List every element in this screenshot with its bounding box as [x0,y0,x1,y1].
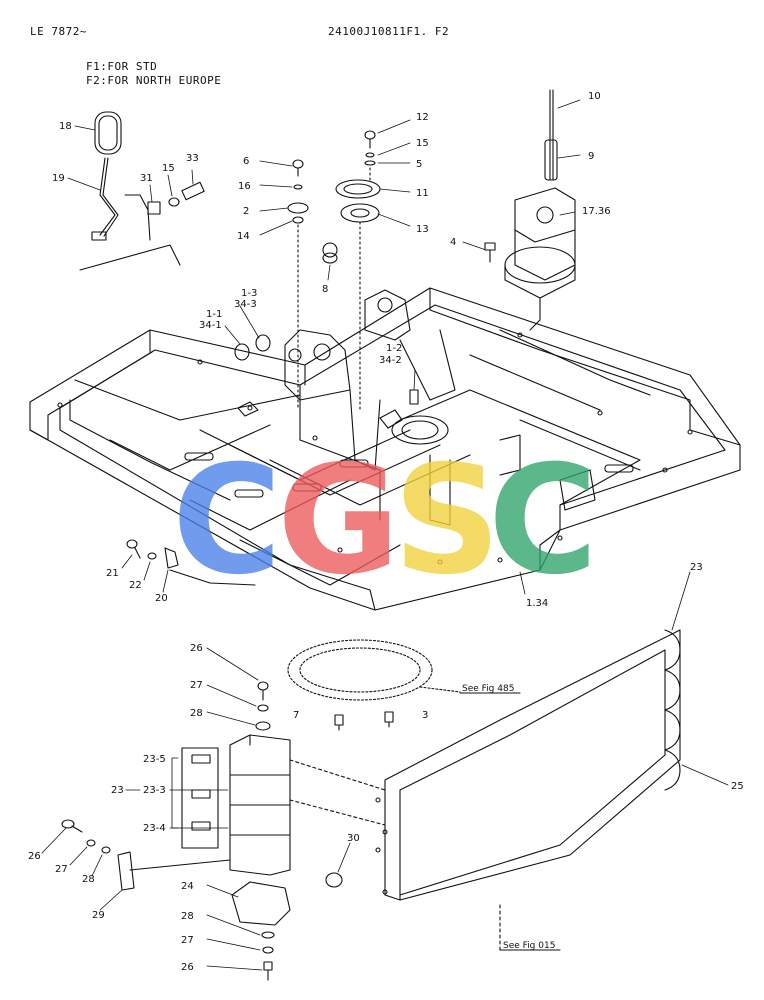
callout-23-top: 23 [690,562,703,573]
callout-26-top: 26 [190,643,203,654]
weight-stack [61,681,343,981]
callout-1-34: 1.34 [526,598,548,609]
callout-11: 11 [416,188,429,199]
legend-f1: F1:FOR STD [86,60,158,73]
callout-22: 22 [129,580,142,591]
callout-28-top: 28 [190,708,203,719]
callout-34-1: 34-1 [199,320,222,331]
callout-12: 12 [416,112,429,123]
swing-motor [484,89,576,331]
legend-f2: F2:FOR NORTH EUROPE [86,74,222,87]
watermark-letter-g: G [277,434,401,608]
callout-28-bottom: 28 [181,911,194,922]
callout-28-left: 28 [82,874,95,885]
callout-25: 25 [731,781,744,792]
callout-24: 24 [181,881,194,892]
callout-6: 6 [243,156,249,167]
callout-17-36: 17.36 [582,206,611,217]
callout-9: 9 [588,151,594,162]
callout-16: 16 [238,181,251,192]
top-small-parts [287,130,381,411]
counterweight [289,629,681,951]
doc-code-center: 24100J10811F1. F2 [328,25,450,38]
leader-lines [41,99,729,971]
variant-legend: F1:FOR STD F2:FOR NORTH EUROPE [86,60,221,88]
callout-21: 21 [106,568,119,579]
ref-see-fig-015: See Fig 015 [503,941,555,951]
callout-labels: 10 9 17.36 4 12 15 5 11 13 6 16 2 14 8 1… [28,91,744,973]
callout-31: 31 [140,173,153,184]
callout-27-bottom: 27 [181,935,194,946]
callout-27-top: 27 [190,680,203,691]
callout-1-1: 1-1 [206,309,222,320]
bolts-21-22-20 [126,539,256,586]
callout-3: 3 [422,710,428,721]
watermark-letter-c1: C [172,434,283,608]
ref-see-fig-485: See Fig 485 [462,684,514,694]
callout-20: 20 [155,593,168,604]
watermark-letter-c2: C [488,434,599,608]
mirror-assembly [79,111,205,271]
bearing-bolts [334,711,394,731]
callout-15-mirror: 15 [162,163,175,174]
callout-14: 14 [237,231,250,242]
callout-30: 30 [347,833,360,844]
callout-18: 18 [59,121,72,132]
callout-26-left: 26 [28,851,41,862]
callout-33: 33 [186,153,199,164]
callout-7: 7 [293,710,299,721]
callout-23-4: 23-4 [143,823,166,834]
swing-bearing-ghost [287,639,461,701]
callout-5: 5 [416,159,422,170]
doc-code-left: LE 7872~ [30,25,87,38]
callout-23-mid: 23 [111,785,124,796]
watermark-letter-s: S [393,434,502,608]
callout-4: 4 [450,237,456,248]
callout-15-top: 15 [416,138,429,149]
callout-23-5: 23-5 [143,754,166,765]
callout-2: 2 [243,206,249,217]
callout-27-left: 27 [55,864,68,875]
callout-23-3: 23-3 [143,785,166,796]
callout-8: 8 [322,284,328,295]
callout-34-3: 34-3 [234,299,257,310]
callout-19: 19 [52,173,65,184]
callout-13: 13 [416,224,429,235]
callout-10: 10 [588,91,601,102]
callout-29: 29 [92,910,105,921]
callout-1-3: 1-3 [241,288,257,299]
callout-34-2: 34-2 [379,355,402,366]
callout-26-bottom: 26 [181,962,194,973]
callout-1-2: 1-2 [386,343,402,354]
